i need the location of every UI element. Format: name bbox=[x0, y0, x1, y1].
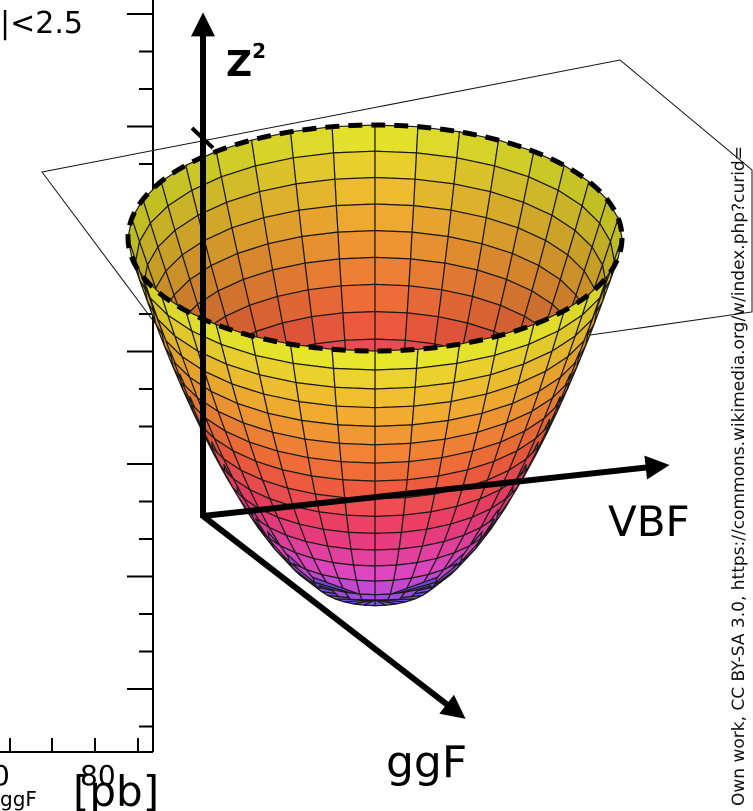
surface-patch bbox=[310, 312, 346, 345]
surface-patch bbox=[374, 579, 395, 596]
z-axis-label: Z2 bbox=[226, 39, 266, 85]
left-plot-subscript-partial: ggF bbox=[0, 787, 37, 811]
ggf-axis-arrow bbox=[201, 513, 466, 719]
surface-patch bbox=[352, 564, 376, 582]
surface-patch bbox=[340, 283, 376, 314]
surface-patch bbox=[374, 283, 410, 314]
left-plot-tick-80: 80 bbox=[80, 759, 116, 792]
ggf-axis-label: ggF bbox=[386, 737, 467, 788]
surface-patch bbox=[408, 258, 446, 291]
surface-patch bbox=[335, 203, 376, 233]
surface-patch bbox=[374, 256, 412, 287]
surface-patch bbox=[374, 514, 405, 535]
surface-patch bbox=[338, 442, 376, 464]
z-axis-tick bbox=[190, 126, 215, 150]
surface-patch bbox=[374, 386, 416, 409]
z-axis-superscript: 2 bbox=[252, 39, 266, 63]
surface-patch bbox=[374, 497, 406, 518]
surface-patch bbox=[334, 176, 376, 207]
surface-patch bbox=[331, 124, 376, 154]
surface-patch bbox=[374, 229, 413, 260]
surface-patch bbox=[332, 150, 376, 180]
left-plot-x-ticks bbox=[9, 726, 154, 752]
surface-patch bbox=[295, 178, 337, 211]
left-plot-unit: [pb] bbox=[73, 767, 159, 811]
surface-patch bbox=[374, 176, 416, 207]
surface-patch bbox=[338, 256, 376, 287]
coordinate-axes bbox=[190, 12, 670, 719]
left-plot-corner-label: |<2.5 bbox=[0, 6, 83, 41]
surface-patch bbox=[414, 152, 458, 185]
surface-patch bbox=[340, 461, 376, 482]
surface-patch bbox=[374, 150, 418, 180]
surface-patch bbox=[374, 424, 413, 446]
surface-patch bbox=[406, 285, 443, 318]
surface-patch bbox=[337, 424, 376, 446]
surface-patch bbox=[374, 203, 415, 233]
surface-patch bbox=[374, 461, 410, 482]
surface-patch bbox=[298, 204, 339, 238]
surface-patch bbox=[304, 258, 342, 291]
surface-patch bbox=[411, 204, 452, 238]
vbf-axis-label: VBF bbox=[608, 497, 690, 546]
surface-patch bbox=[374, 442, 412, 464]
left-plot-tick-partial: 0 bbox=[0, 759, 10, 792]
surface-patch bbox=[374, 405, 415, 428]
surface-patch bbox=[374, 548, 400, 567]
surface-patch bbox=[292, 152, 336, 185]
surface-patch bbox=[345, 514, 376, 535]
surface-patch bbox=[413, 178, 455, 211]
surface-patch bbox=[334, 386, 376, 409]
left-plot-y-ticks bbox=[127, 13, 153, 728]
left-plot-panel: |<2.5 0 80 [pb] ggF bbox=[0, 0, 159, 811]
surface-patch bbox=[335, 405, 376, 428]
surface-patch bbox=[374, 124, 419, 154]
surface-patch bbox=[374, 310, 408, 341]
surface-patch bbox=[348, 531, 376, 551]
rim-dashed-outline bbox=[125, 122, 625, 354]
surface-patch bbox=[307, 285, 344, 318]
surface-patch bbox=[404, 312, 440, 345]
surface-patch bbox=[374, 367, 418, 390]
surface-patch bbox=[355, 579, 376, 596]
surface-patch bbox=[301, 231, 341, 264]
surface-patch bbox=[364, 599, 376, 607]
surface-patch bbox=[337, 229, 376, 260]
credit-text: Own work, CC BY-SA 3.0, https://commons.… bbox=[729, 146, 749, 806]
surface-patch bbox=[350, 548, 376, 567]
surface-patch bbox=[332, 367, 376, 390]
surface-patch bbox=[374, 564, 398, 582]
vbf-axis-arrow bbox=[202, 455, 670, 519]
surface-patch bbox=[409, 231, 449, 264]
surface-patch bbox=[342, 310, 376, 341]
surface-patch bbox=[374, 531, 402, 551]
